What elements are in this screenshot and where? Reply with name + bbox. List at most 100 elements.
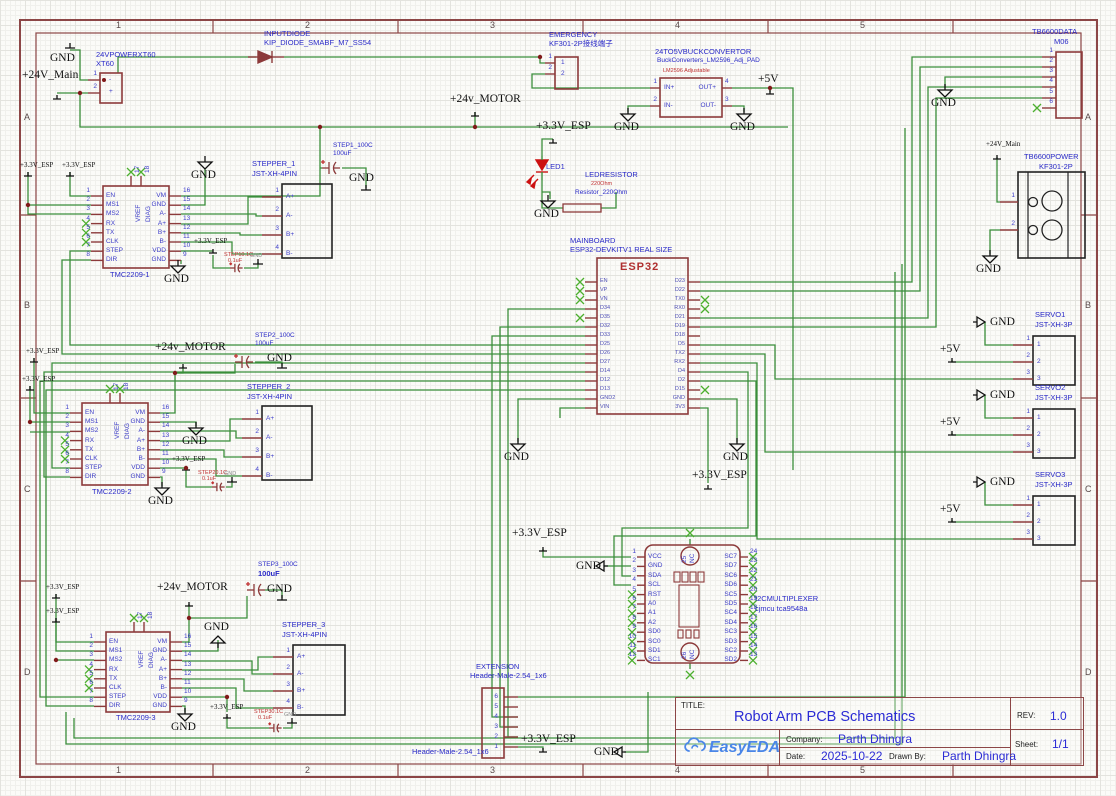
servo-3-label[interactable]: JST-XH-3P xyxy=(1035,480,1073,489)
tmc2209-2-pin-en[interactable]: EN xyxy=(85,409,95,416)
servo-3-pin-2[interactable]: 2 xyxy=(1037,517,1041,525)
drawn-by-value[interactable]: Parth Dhingra xyxy=(942,749,1017,763)
wire[interactable] xyxy=(61,259,585,355)
wire[interactable] xyxy=(621,371,749,577)
wire[interactable] xyxy=(700,66,1042,292)
tmc2209-2-pin-dir[interactable]: DIR xyxy=(85,473,97,481)
gnd-flag-label[interactable]: GND xyxy=(171,721,196,733)
i2c-multiplexer-pin-a2[interactable]: A2 xyxy=(648,618,656,626)
stepper-3-pin-a+[interactable]: A+ xyxy=(297,652,306,660)
tmc2209-1-pin-ms1[interactable]: MS1 xyxy=(106,201,120,209)
tmc2209-3-body[interactable] xyxy=(105,631,171,713)
servo-3-label[interactable]: SERVO3 xyxy=(1035,470,1066,479)
i2c-multiplexer-pin-sd0[interactable]: SD0 xyxy=(648,628,661,636)
wire[interactable] xyxy=(700,344,1013,380)
net-flag-33vesp[interactable]: +3.3V_ESP xyxy=(210,703,244,711)
gnd-flag-label[interactable]: GND xyxy=(148,495,173,507)
buck-converter-body[interactable] xyxy=(659,77,723,118)
capacitor-symbol[interactable] xyxy=(211,481,225,492)
net-flag-33vesp[interactable]: +3.3V_ESP xyxy=(20,161,54,169)
stepper-3-pin-b-[interactable]: B- xyxy=(297,703,304,711)
gnd-flag-label[interactable]: GND xyxy=(267,583,292,595)
i2c-multiplexer-pin-a0[interactable]: A0 xyxy=(648,600,656,607)
gnd-flag-label[interactable]: GND xyxy=(250,253,263,259)
tmc2209-3-pin-ms1[interactable]: MS1 xyxy=(109,647,123,655)
wire[interactable] xyxy=(69,250,585,346)
wire[interactable] xyxy=(989,229,1000,254)
tmc2209-2-body[interactable] xyxy=(81,402,149,486)
tmc2209-1-pin-step[interactable]: STEP xyxy=(106,247,123,255)
esp32-mainboard-pin-d12[interactable]: D12 xyxy=(600,377,611,383)
buck-converter-pin-in+[interactable]: IN+ xyxy=(664,83,675,91)
stepper-2-pin-b+[interactable]: B+ xyxy=(266,452,275,460)
net-flag-5v[interactable]: +5V xyxy=(940,503,961,515)
gnd-flag-label[interactable]: GND xyxy=(976,263,1001,275)
company-value[interactable]: Parth Dhingra xyxy=(838,732,913,746)
esp32-mainboard-pin-d33[interactable]: D33 xyxy=(600,332,611,338)
tmc2209-1-refdes[interactable]: TMC2209-1 xyxy=(110,270,150,279)
tb6600-data-body[interactable] xyxy=(1055,51,1083,119)
wire[interactable] xyxy=(517,398,585,442)
stepper-1-label[interactable]: STEPPER_1 xyxy=(252,159,296,168)
net-flag-24vmotor[interactable]: +24v_MOTOR xyxy=(450,93,521,105)
wire[interactable] xyxy=(160,418,242,442)
wire[interactable] xyxy=(700,97,1042,328)
i2c-multiplexer-pin-sc0[interactable]: SC0 xyxy=(648,637,661,645)
gnd-flag-label[interactable]: GND xyxy=(204,621,229,633)
stepper-3-pin-a-[interactable]: A- xyxy=(297,669,304,677)
wire[interactable] xyxy=(212,255,230,269)
stepper-3-label[interactable]: STEPPER_3 xyxy=(282,620,326,629)
servo-2-pin-3[interactable]: 3 xyxy=(1037,447,1041,455)
wire[interactable] xyxy=(181,213,262,217)
tmc2209-2-pin-ms2[interactable]: MS2 xyxy=(85,427,99,435)
net-flag-24vmotor[interactable]: +24v_MOTOR xyxy=(157,581,228,593)
wire[interactable] xyxy=(160,373,176,414)
i2c-multiplexer-pin-rst[interactable]: RST xyxy=(648,590,661,598)
date-value[interactable]: 2025-10-22 xyxy=(821,749,883,763)
easyeda-logo[interactable]: EasyEDA xyxy=(683,736,780,760)
gnd-flag-label[interactable]: GND xyxy=(504,451,529,463)
emergency-connector-label[interactable]: EMERGENCY xyxy=(549,30,598,39)
tmc2209-3-pin-rx[interactable]: RX xyxy=(109,665,119,673)
wire[interactable] xyxy=(182,678,273,692)
i2c-multiplexer-pin-a1[interactable]: A1 xyxy=(648,609,656,617)
servo-2-label[interactable]: SERVO2 xyxy=(1035,383,1066,392)
buck-converter-label[interactable]: BuckConverters_LM2596_Adj_PAD xyxy=(657,57,760,64)
wire[interactable] xyxy=(700,56,1042,283)
gnd-flag-label[interactable]: GND xyxy=(164,273,189,285)
wire[interactable] xyxy=(984,395,1013,419)
wire[interactable] xyxy=(55,618,94,652)
wire[interactable] xyxy=(613,380,757,586)
stepper-1-pin-b+[interactable]: B+ xyxy=(286,230,295,238)
net-flag-33vesp[interactable]: +3.3V_ESP xyxy=(536,120,591,132)
i2c-multiplexer-pin-scl[interactable]: SCL xyxy=(648,581,661,589)
wire[interactable] xyxy=(181,241,262,255)
tmc2209-3-pin-diag[interactable]: DIAG xyxy=(148,652,155,668)
i2c-multiplexer-pin-vcc[interactable]: VCC xyxy=(648,553,662,560)
gnd-flag-label[interactable]: GND xyxy=(534,208,559,220)
tb6600-data-label[interactable]: TB6600DATA xyxy=(1032,27,1078,36)
wire[interactable] xyxy=(559,407,585,418)
tmc2209-2-pin-vref[interactable]: VREF xyxy=(114,421,121,439)
gnd-flag-label[interactable]: GND xyxy=(931,97,956,109)
wire[interactable] xyxy=(27,172,91,215)
tmc2209-2-pin-diag[interactable]: DIAG xyxy=(124,423,131,439)
wire[interactable] xyxy=(185,470,212,488)
net-flag-33vesp[interactable]: +3.3V_ESP xyxy=(692,469,747,481)
wire[interactable] xyxy=(624,692,649,753)
servo-1-body[interactable] xyxy=(1032,335,1076,386)
wire[interactable] xyxy=(770,87,794,470)
buck-converter-label[interactable]: LM2596 Adjustable xyxy=(663,68,710,74)
servo-1-label[interactable]: SERVO1 xyxy=(1035,310,1066,319)
gnd-flag-label[interactable]: GND xyxy=(614,121,639,133)
gnd-flag-label[interactable]: GND xyxy=(224,471,237,477)
gnd-flag-label[interactable]: GND xyxy=(730,121,755,133)
stepper-1-label[interactable]: JST-XH-4PIN xyxy=(252,169,298,178)
stepper-1-pin-a-[interactable]: A- xyxy=(286,211,293,219)
servo-3-body[interactable] xyxy=(1032,495,1076,546)
gnd-flag-label[interactable]: GND xyxy=(723,451,748,463)
xt60-connector-label[interactable]: 24VPOWERXT60 xyxy=(96,50,156,59)
net-flag-33vesp[interactable]: +3.3V_ESP xyxy=(46,607,80,615)
wire[interactable] xyxy=(45,389,585,707)
resistor-symbol[interactable] xyxy=(562,203,602,213)
